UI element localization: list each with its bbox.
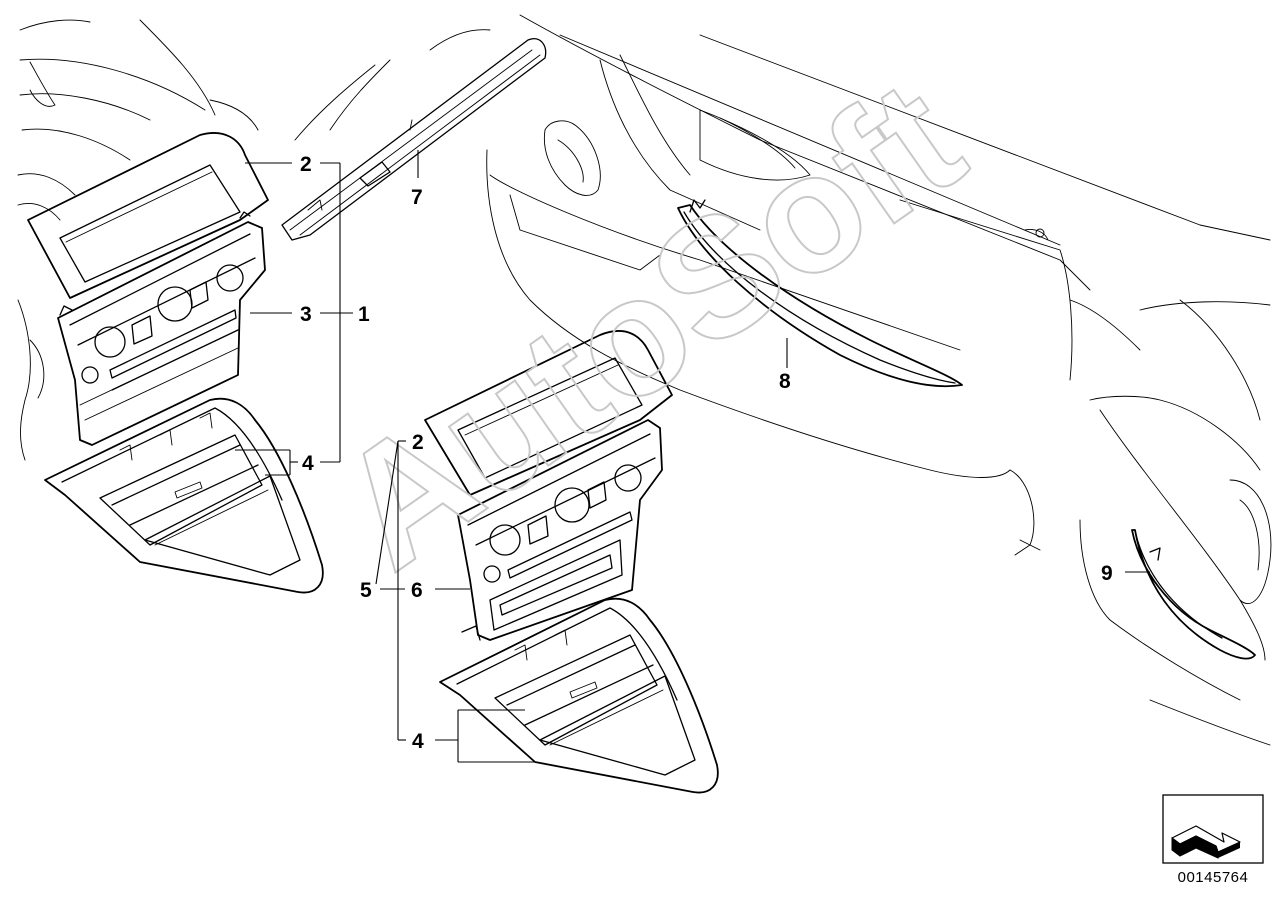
- callout-5: 5: [360, 579, 372, 602]
- callout-7: 7: [411, 186, 423, 209]
- part-9-rear-door-trim: [1131, 529, 1256, 660]
- callout-9: 9: [1101, 562, 1113, 585]
- door-panel-background: [294, 14, 1272, 746]
- part-6-control-panel-center: [457, 419, 663, 641]
- dashboard-background-left: [17, 19, 259, 461]
- callout-3: 3: [300, 303, 312, 326]
- callout-4-center: 4: [412, 730, 424, 753]
- arrow-icon: [1162, 794, 1264, 864]
- callout-4-left: 4: [302, 452, 314, 475]
- part-7-trim-strip: [281, 38, 547, 241]
- part-4-console-tray-left: [44, 397, 324, 594]
- callout-labels: 2 3 1 4 7 8 2 5 6 4 9: [300, 153, 1113, 753]
- part-2-trim-frame-left: [27, 132, 269, 299]
- callout-8: 8: [779, 370, 791, 393]
- part-4-console-tray-center: [439, 597, 719, 794]
- document-number: 00145764: [1177, 869, 1249, 886]
- callout-2-center: 2: [412, 431, 424, 454]
- callout-1: 1: [358, 303, 370, 326]
- callout-2-left: 2: [300, 153, 312, 176]
- callout-6: 6: [411, 579, 423, 602]
- watermark-text: AutoSoft: [305, 44, 994, 605]
- leader-lines: [235, 150, 1150, 763]
- part-8-door-handle-trim: [677, 199, 963, 388]
- part-2-trim-frame-center: [424, 330, 673, 496]
- part-3-control-panel-left: [57, 211, 266, 446]
